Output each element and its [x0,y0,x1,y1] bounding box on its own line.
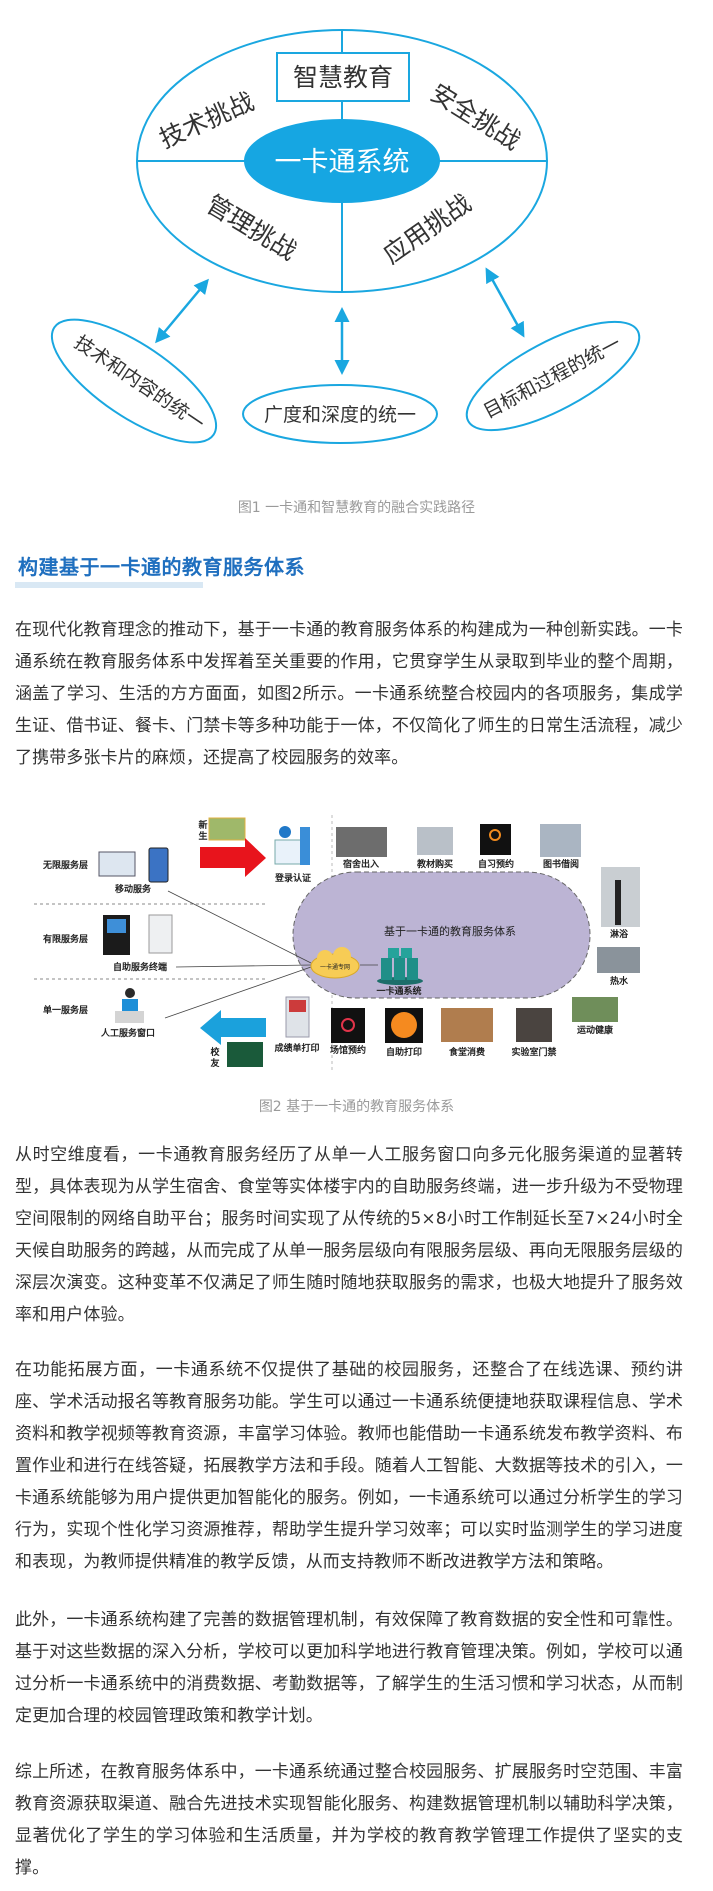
figure1-caption: 图1 一卡通和智慧教育的融合实践路径 [237,500,476,516]
alumni-label-2: 友 [210,1057,219,1069]
arrow-right [485,267,525,338]
blue-arrow-icon [200,1010,266,1045]
service-capsule [292,871,591,999]
service-label: 教材购买 [416,858,453,870]
figure2-title: 基于一卡通的教育服务体系 [384,924,516,938]
alumni-card [227,1042,263,1067]
service-photo [597,947,640,973]
service-label: 图书借阅 [543,858,579,870]
figure2-diagram: 无限服务层 有限服务层 单一服务层 基于一卡通的教育服务体系 一卡通专网 一卡通… [34,815,640,1070]
service-photo [331,1008,365,1043]
unity-ellipse-right [465,320,641,432]
newcomer-label-2: 生 [198,830,207,842]
unity-ellipse-left [50,318,218,444]
figure2-caption: 图2 基于一卡通的教育服务体系 [258,1099,455,1115]
network-label: 一卡通专网 [320,963,350,971]
layer-unlimited: 无限服务层 [42,859,88,871]
service-label: 热水 [610,975,629,987]
shower-icon [615,880,621,925]
manual-label: 人工服务窗口 [100,1027,155,1039]
quadrant-tech: 技术挑战 [155,87,258,154]
service-label: 自习预约 [478,858,514,870]
layer-single: 单一服务层 [43,1004,88,1016]
paragraph-4: 此外，一卡通系统构建了完善的数据管理机制，有效保障了教育数据的安全性和可靠性。基… [15,1610,683,1726]
alumni-label-1: 校 [210,1046,220,1058]
section-heading: 构建基于一卡通的教育服务体系 [18,555,305,579]
service-photo [336,827,387,857]
figure1-diagram: 智慧教育 一卡通系统 技术挑战 安全挑战 管理挑战 应用挑战 技术和内容的统一 … [50,29,641,444]
red-arrow-icon [200,838,266,877]
newcomer-label-1: 新 [198,819,207,831]
top-box [276,52,410,102]
printer-icon [391,1012,417,1038]
heading-underline [15,582,203,588]
service-label: 成绩单打印 [274,1042,319,1054]
service-label: 实验室门禁 [511,1046,556,1058]
paragraph-2: 从时空维度看，一卡通教育服务经历了从单一人工服务窗口向多元化服务渠道的显著转型，… [15,1145,683,1325]
terminal-screen [107,919,126,933]
service-label: 食堂消费 [448,1046,485,1058]
unity-ellipse-middle [242,384,438,444]
connector [167,890,312,964]
center-label: 一卡通系统 [275,147,410,178]
login-kiosk-icon [274,826,310,865]
unity-middle-label: 广度和深度的统一 [264,404,416,426]
quadrant-application: 应用挑战 [378,188,477,269]
quadrant-security: 安全挑战 [425,78,525,156]
service-label: 运动健康 [577,1024,614,1036]
service-label: 淋浴 [610,928,629,940]
study-icon [489,829,501,841]
mobile-label: 移动服务 [115,883,152,895]
service-label: 自助打印 [386,1046,422,1058]
layer-limited: 有限服务层 [43,933,88,945]
service-photo [540,824,581,857]
top-box-label: 智慧教育 [293,63,393,92]
terminal-label: 自助服务终端 [113,961,167,973]
kiosk-icon [148,914,173,954]
quadrant-management: 管理挑战 [201,190,302,266]
staff-icon [115,988,144,1023]
cloud-icon [310,947,360,979]
phone-icon [148,847,169,883]
paragraph-1: 在现代化教育理念的推动下，基于一卡通的教育服务体系的构建成为一种创新实践。一卡通… [15,620,683,768]
arrow-left [155,278,209,344]
service-photo [516,1008,552,1042]
laptop-icon [98,851,136,877]
venue-icon [341,1018,355,1032]
system-label: 一卡通系统 [376,985,421,997]
service-photo [441,1008,493,1042]
paragraph-3: 在功能拓展方面，一卡通系统不仅提供了基础的校园服务，还整合了在线选课、预约讲座、… [15,1360,683,1572]
print-screen [289,1000,306,1012]
center-ellipse [244,119,440,203]
server-icon [377,948,423,985]
service-label: 宿舍出入 [343,858,379,870]
service-photo [417,827,453,855]
newcomer-photo [208,817,246,841]
login-label: 登录认证 [274,872,311,884]
service-label: 场馆预约 [330,1044,366,1056]
paragraph-5: 综上所述，在教育服务体系中，一卡通系统通过整合校园服务、扩展服务时空范围、丰富教… [15,1762,683,1878]
service-photo [572,997,618,1022]
connector [175,964,312,968]
connector [164,966,312,1019]
